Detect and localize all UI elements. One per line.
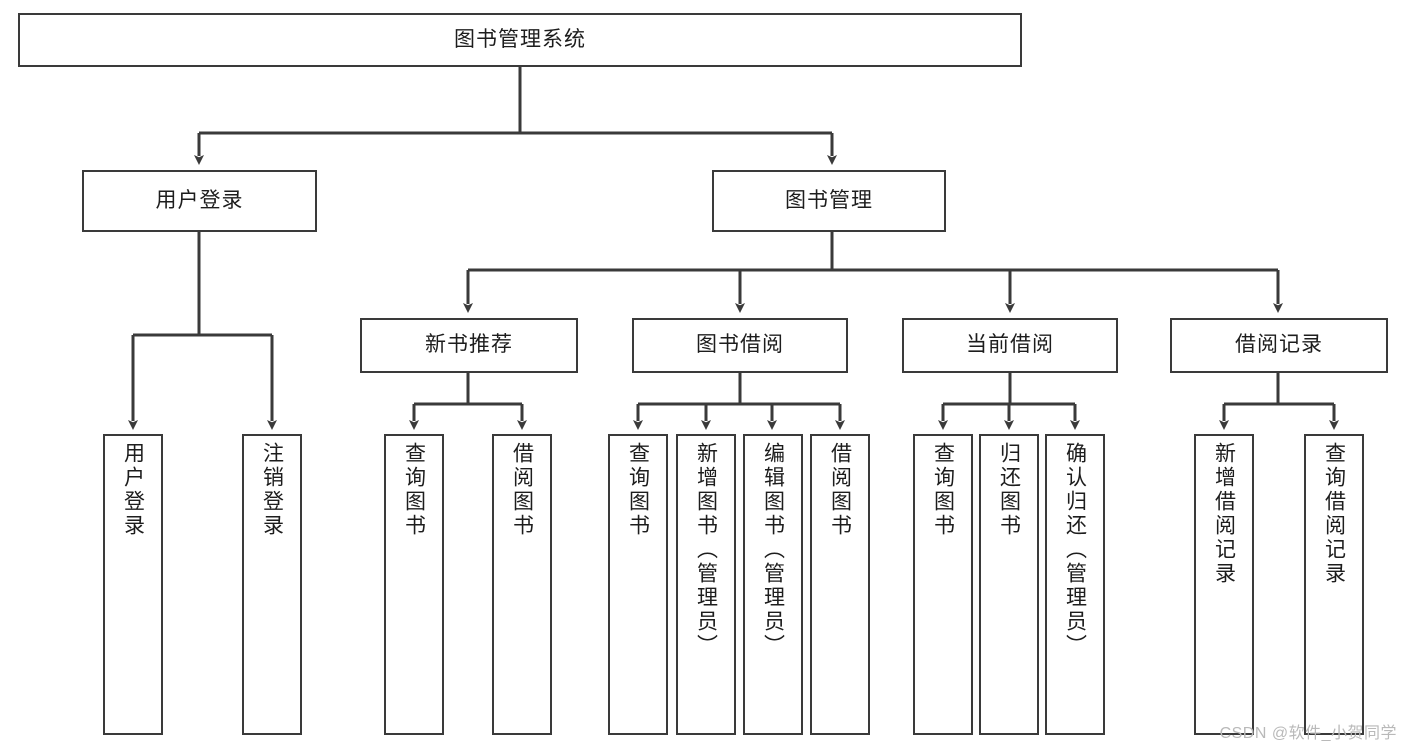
- node-label: 编辑图书（管理员）: [761, 442, 785, 658]
- leaf-borrow-books-new-book[interactable]: 借阅图书: [492, 434, 552, 735]
- node-book-management[interactable]: 图书管理: [712, 170, 946, 232]
- node-label: 借阅图书: [510, 442, 534, 538]
- node-label: 查询图书: [626, 442, 650, 538]
- leaf-add-book-admin[interactable]: 新增图书（管理员）: [676, 434, 736, 735]
- node-borrowing-records[interactable]: 借阅记录: [1170, 318, 1388, 373]
- leaf-query-books-borrow[interactable]: 查询图书: [608, 434, 668, 735]
- node-label: 用户登录: [121, 442, 145, 538]
- node-label: 新增借阅记录: [1212, 442, 1236, 586]
- node-label: 借阅记录: [1235, 333, 1323, 357]
- node-label: 图书管理系统: [454, 27, 586, 51]
- node-label: 归还图书: [997, 442, 1021, 538]
- leaf-query-books-current[interactable]: 查询图书: [913, 434, 973, 735]
- leaf-return-books[interactable]: 归还图书: [979, 434, 1039, 735]
- node-label: 查询图书: [931, 442, 955, 538]
- node-current-borrowing[interactable]: 当前借阅: [902, 318, 1118, 373]
- node-label: 新增图书（管理员）: [694, 442, 718, 658]
- node-label: 用户登录: [155, 188, 244, 212]
- node-new-book-recommendation[interactable]: 新书推荐: [360, 318, 578, 373]
- node-label: 查询借阅记录: [1322, 442, 1346, 586]
- leaf-query-books-new-book[interactable]: 查询图书: [384, 434, 444, 735]
- watermark-text: CSDN @软件_小贺同学: [1219, 725, 1397, 742]
- leaf-user-login[interactable]: 用户登录: [103, 434, 163, 735]
- node-book-borrowing[interactable]: 图书借阅: [632, 318, 848, 373]
- node-user-login[interactable]: 用户登录: [82, 170, 317, 232]
- leaf-query-borrow-record[interactable]: 查询借阅记录: [1304, 434, 1364, 735]
- leaf-edit-book-admin[interactable]: 编辑图书（管理员）: [743, 434, 803, 735]
- node-label: 图书管理: [785, 188, 873, 212]
- leaf-borrow-books[interactable]: 借阅图书: [810, 434, 870, 735]
- leaf-add-borrow-record[interactable]: 新增借阅记录: [1194, 434, 1254, 735]
- leaf-logout[interactable]: 注销登录: [242, 434, 302, 735]
- node-label: 图书借阅: [696, 333, 784, 357]
- node-label: 借阅图书: [828, 442, 852, 538]
- node-root-book-management-system[interactable]: 图书管理系统: [18, 13, 1022, 67]
- node-label: 当前借阅: [966, 333, 1054, 357]
- node-label: 查询图书: [402, 442, 426, 538]
- node-label: 确认归还（管理员）: [1063, 442, 1087, 658]
- leaf-confirm-return-admin[interactable]: 确认归还（管理员）: [1045, 434, 1105, 735]
- node-label: 注销登录: [260, 442, 284, 538]
- node-label: 新书推荐: [425, 333, 513, 357]
